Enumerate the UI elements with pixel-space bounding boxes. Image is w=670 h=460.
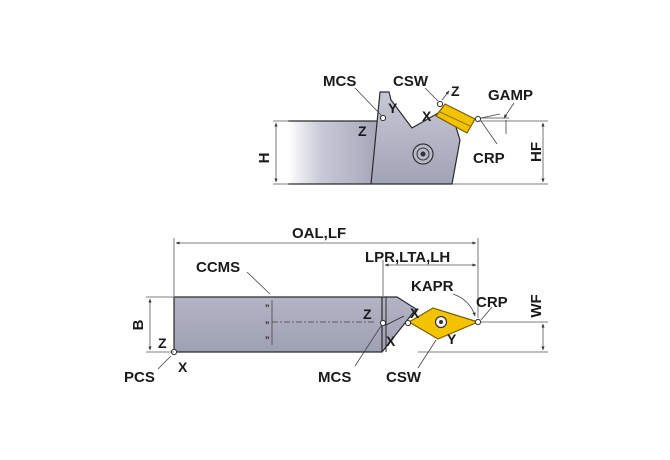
side-mcs-z-axis: Z (363, 306, 372, 322)
side-shank (173, 296, 417, 353)
top-hf-label: HF (528, 142, 545, 162)
side-pcs-label: PCS (124, 369, 155, 386)
top-mcs-point (379, 114, 387, 122)
top-csw-point (436, 100, 444, 108)
side-csw-point (404, 319, 412, 327)
side-view: ” ” ” OAL,LF LPR,LTA,LH CCMS KAPR (124, 225, 548, 386)
side-b-label: B (130, 319, 147, 330)
side-crp-point (474, 318, 482, 326)
side-kapr-label: KAPR (411, 278, 454, 295)
top-csw-label: CSW (393, 73, 429, 90)
side-pcs-z-axis: Z (158, 335, 167, 351)
top-crp-point (474, 115, 482, 123)
top-mcs-z-axis: Z (358, 123, 367, 139)
top-mcs-label: MCS (323, 73, 356, 90)
top-csw-x-axis: X (422, 108, 432, 124)
top-gamp-label: GAMP (488, 87, 533, 104)
side-lpr-lta-lh-label: LPR,LTA,LH (365, 249, 450, 266)
side-csw-x-axis: X (410, 305, 420, 321)
clamp-screw-icon (412, 143, 434, 165)
break-mark-2: ” (265, 320, 270, 330)
side-mcs-point (379, 319, 387, 327)
side-wf-label: WF (528, 294, 545, 317)
side-csw-label: CSW (386, 369, 422, 386)
top-h-label: H (256, 153, 273, 164)
side-crp-label: CRP (476, 294, 508, 311)
side-mcs-x-axis: X (386, 333, 396, 349)
top-view: MCS CSW Z GAMP Y Z X CRP H HF (256, 73, 548, 185)
side-mcs-label: MCS (318, 369, 351, 386)
break-mark-1: ” (265, 303, 270, 313)
side-csw-y-axis: Y (447, 331, 457, 347)
top-csw-z-axis: Z (451, 83, 460, 99)
break-mark-3: ” (265, 335, 270, 345)
side-oal-lf-label: OAL,LF (292, 225, 346, 242)
top-shank (288, 121, 380, 184)
side-ccms-label: CCMS (196, 259, 240, 276)
top-mcs-y-axis: Y (388, 100, 398, 116)
top-crp-label: CRP (473, 150, 505, 167)
side-pcs-x-axis: X (178, 359, 188, 375)
